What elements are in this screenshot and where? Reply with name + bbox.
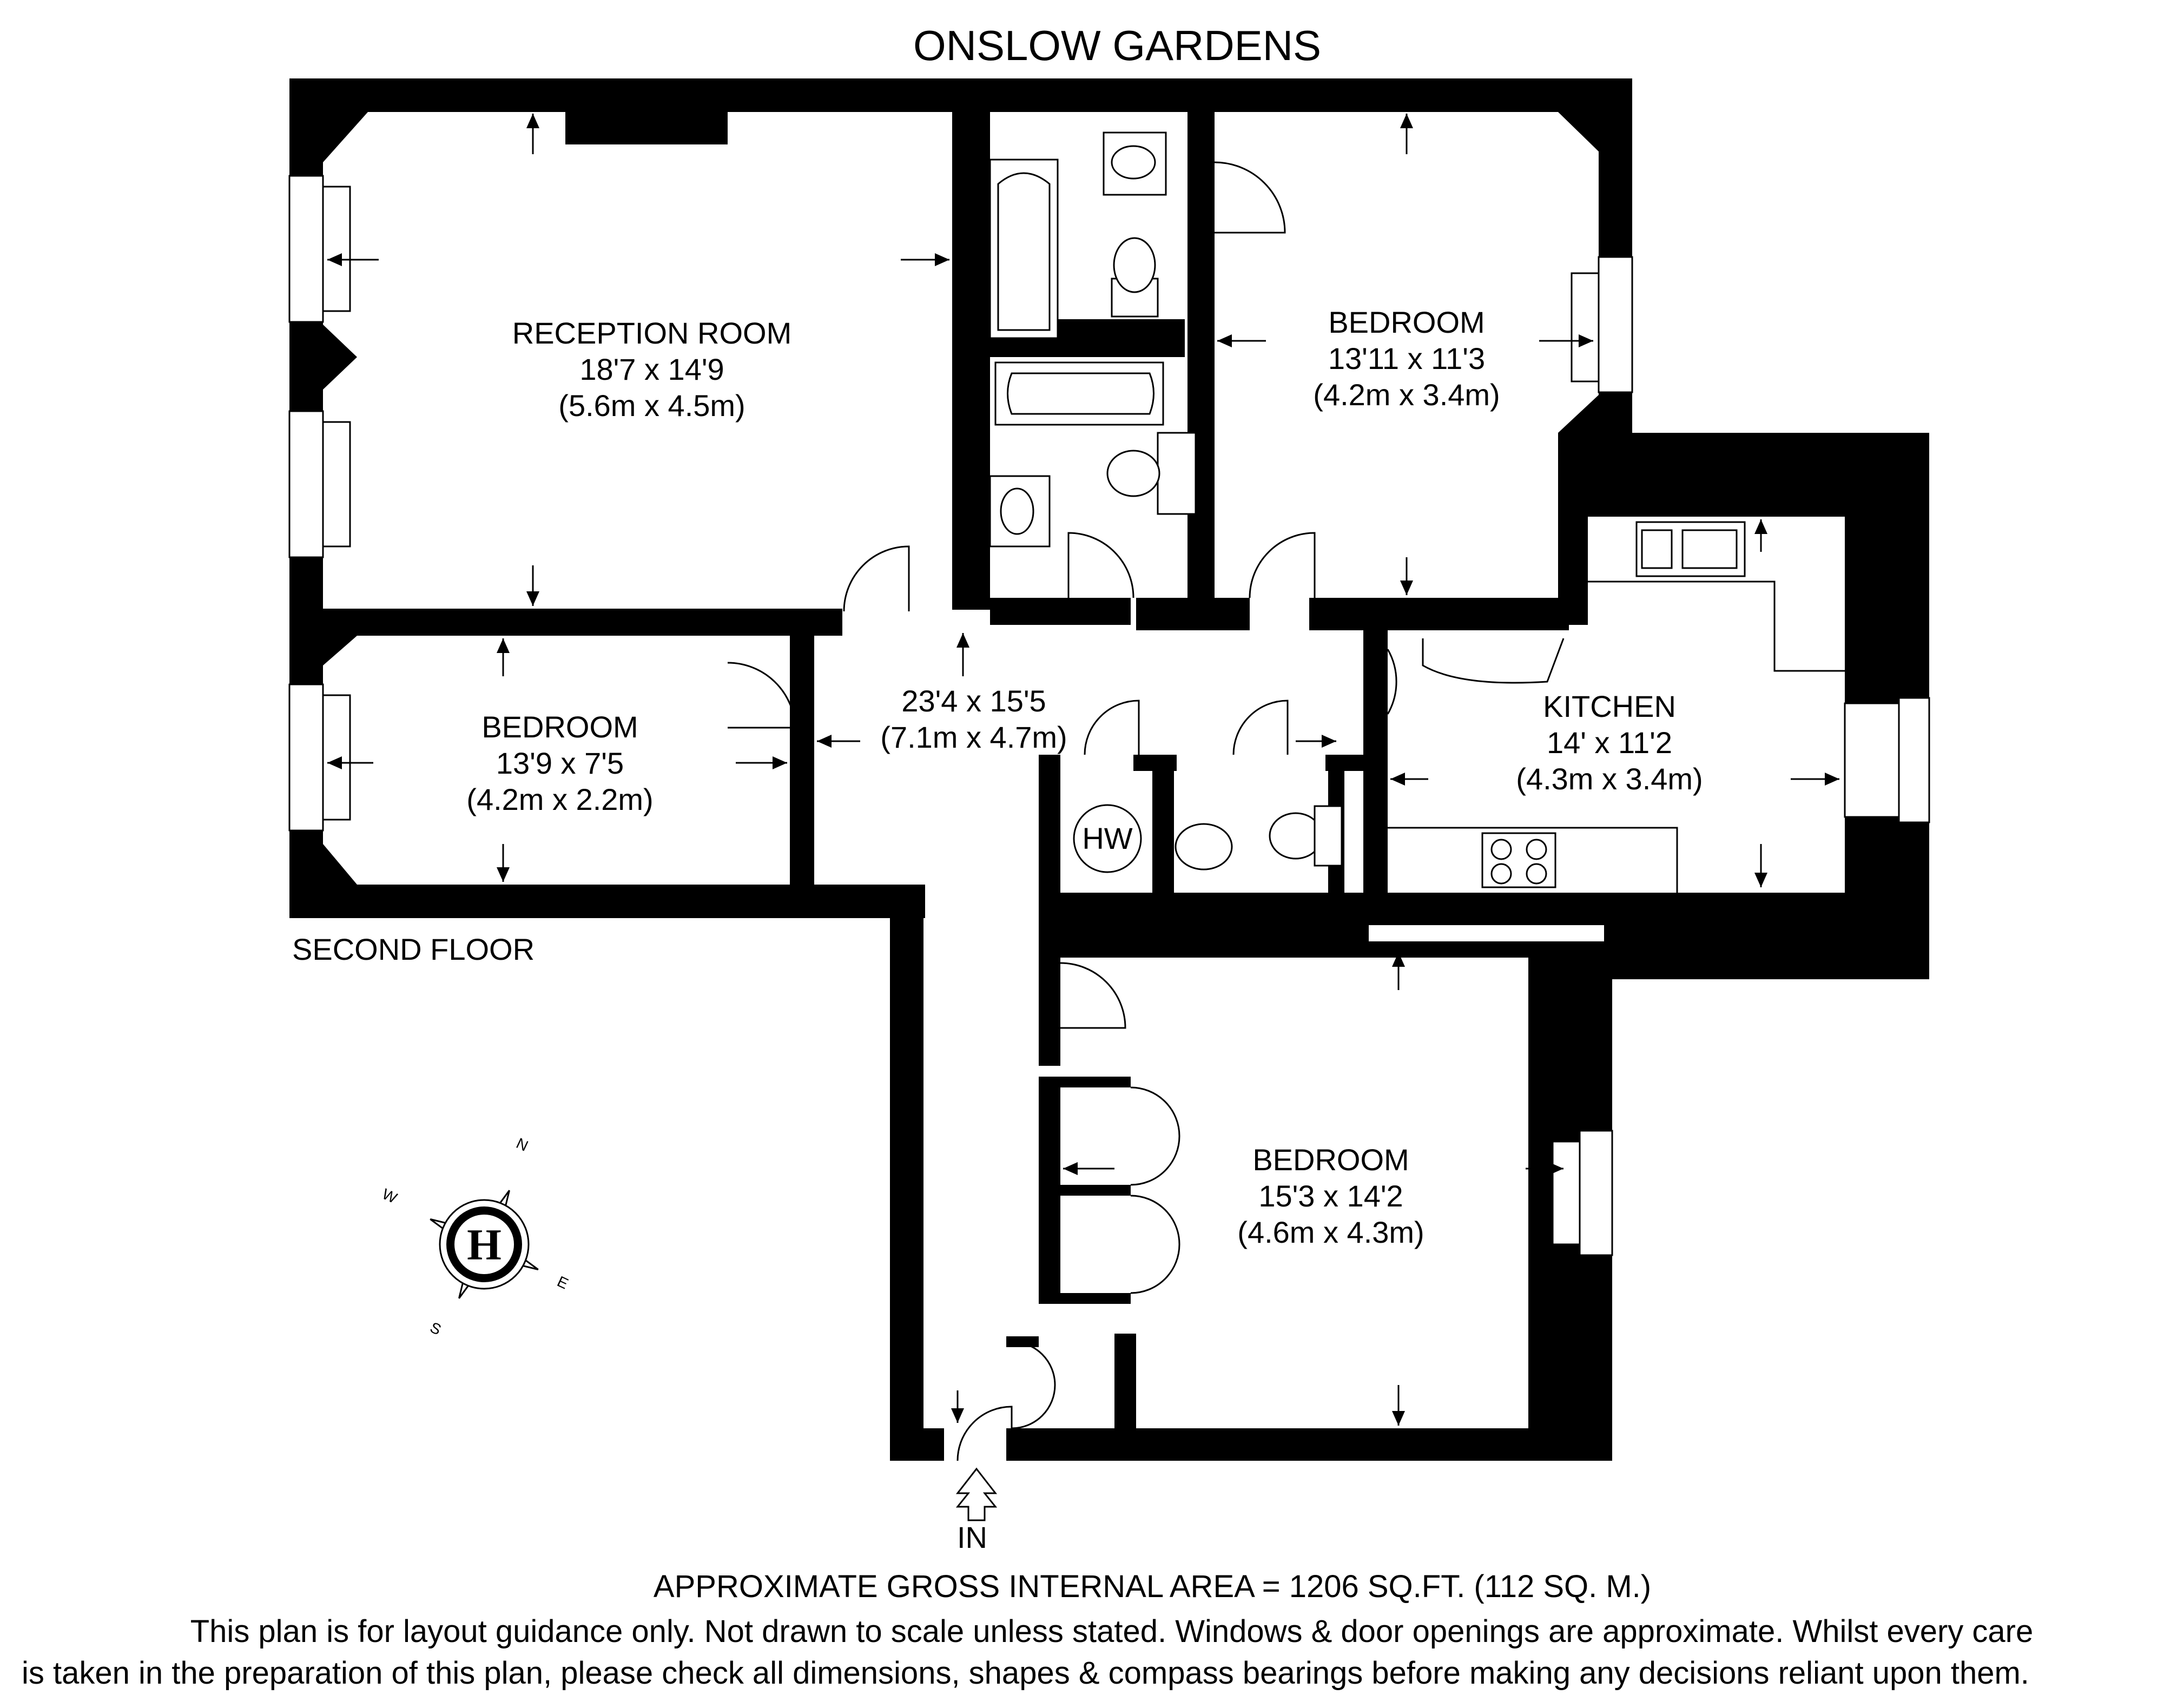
room-metric: (4.3m x 3.4m)	[1516, 762, 1703, 796]
floor-label: SECOND FLOOR	[292, 932, 535, 966]
room-name: BEDROOM	[1252, 1143, 1409, 1177]
room-label-kitchen: KITCHEN 14' x 11'2 (4.3m x 3.4m)	[1516, 688, 1703, 797]
disclaimer-line-1: This plan is for layout guidance only. N…	[190, 1614, 2034, 1649]
entrance-arrow	[955, 1467, 998, 1521]
room-metric: (4.2m x 3.4m)	[1313, 378, 1500, 412]
room-imperial: 13'11 x 11'3	[1328, 341, 1486, 376]
room-name: RECEPTION ROOM	[512, 316, 792, 350]
room-imperial: 15'3 x 14'2	[1258, 1179, 1403, 1214]
fixtures	[989, 131, 1845, 893]
room-imperial: 13'9 x 7'5	[496, 746, 624, 781]
room-metric: (4.6m x 4.3m)	[1237, 1215, 1424, 1250]
hot-water-label: HW	[1082, 821, 1133, 855]
plan-title: ONSLOW GARDENS	[913, 22, 1322, 69]
compass-logo: H	[467, 1220, 502, 1269]
room-imperial: 23'4 x 15'5	[901, 684, 1046, 718]
room-label-bedroom-2: BEDROOM 13'9 x 7'5 (4.2m x 2.2m)	[466, 709, 653, 818]
dimension-arrows	[327, 114, 1839, 1426]
room-label-reception: RECEPTION ROOM 18'7 x 14'9 (5.6m x 4.5m)	[512, 315, 791, 424]
doors	[727, 161, 1397, 1461]
room-label-bedroom-3: BEDROOM 15'3 x 14'2 (4.6m x 4.3m)	[1237, 1142, 1424, 1251]
area-text: APPROXIMATE GROSS INTERNAL AREA = 1206 S…	[653, 1569, 1652, 1604]
room-label-hall: 23'4 x 15'5 (7.1m x 4.7m)	[880, 683, 1067, 755]
room-name: BEDROOM	[481, 710, 638, 744]
entrance-label: IN	[957, 1520, 987, 1554]
room-label-bedroom-1: BEDROOM 13'11 x 11'3 (4.2m x 3.4m)	[1313, 304, 1500, 413]
room-name: BEDROOM	[1328, 305, 1485, 339]
room-name: KITCHEN	[1543, 689, 1676, 723]
room-metric: (7.1m x 4.7m)	[880, 720, 1067, 755]
disclaimer-line-2: is taken in the preparation of this plan…	[22, 1656, 2029, 1691]
windows	[288, 175, 1930, 1256]
room-metric: (4.2m x 2.2m)	[466, 782, 654, 817]
room-imperial: 14' x 11'2	[1546, 726, 1673, 760]
room-imperial: 18'7 x 14'9	[579, 352, 724, 387]
compass-rose: H	[430, 1190, 539, 1299]
room-metric: (5.6m x 4.5m)	[558, 388, 745, 423]
